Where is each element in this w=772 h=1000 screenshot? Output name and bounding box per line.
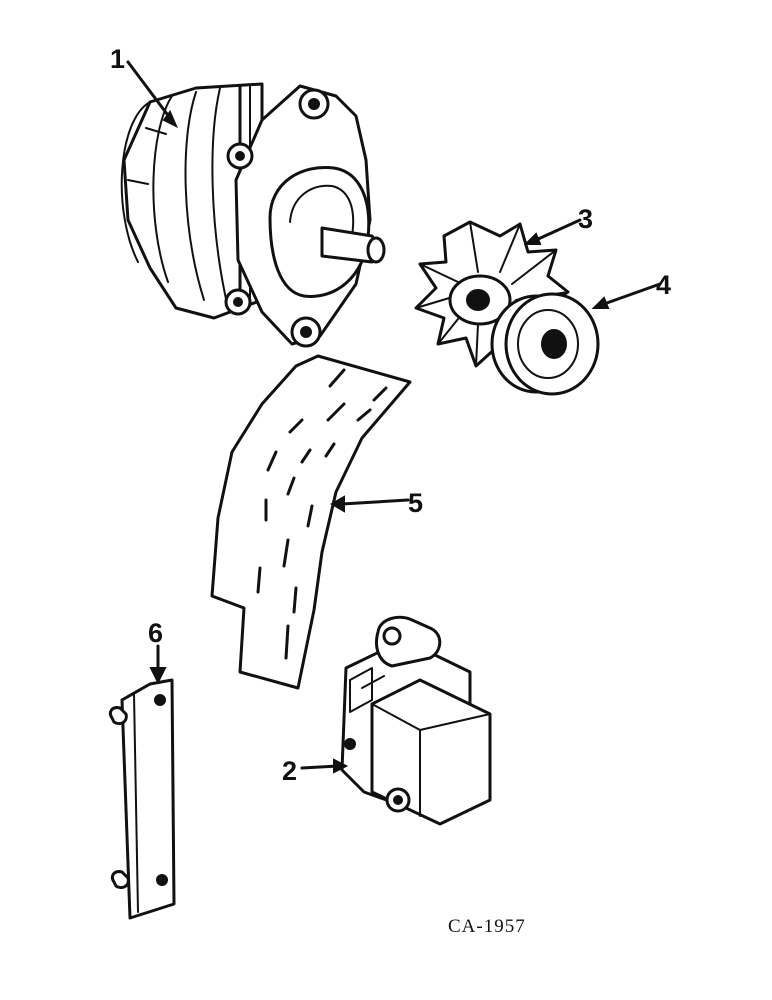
callout-5: 5 bbox=[408, 488, 423, 518]
callout-6: 6 bbox=[148, 618, 163, 648]
callout-4: 4 bbox=[656, 270, 671, 300]
alternator bbox=[120, 82, 386, 348]
pulley bbox=[490, 292, 600, 396]
mounting-bracket bbox=[108, 678, 176, 920]
leader-lines bbox=[126, 60, 662, 774]
callout-3: 3 bbox=[578, 204, 593, 234]
shield-plate bbox=[210, 354, 412, 690]
callout-1: 1 bbox=[110, 44, 125, 74]
figure-id: CA-1957 bbox=[448, 916, 526, 937]
callout-2: 2 bbox=[282, 756, 297, 786]
voltage-regulator bbox=[340, 615, 492, 826]
callout-labels: 1 3 4 5 6 2 bbox=[110, 44, 671, 786]
